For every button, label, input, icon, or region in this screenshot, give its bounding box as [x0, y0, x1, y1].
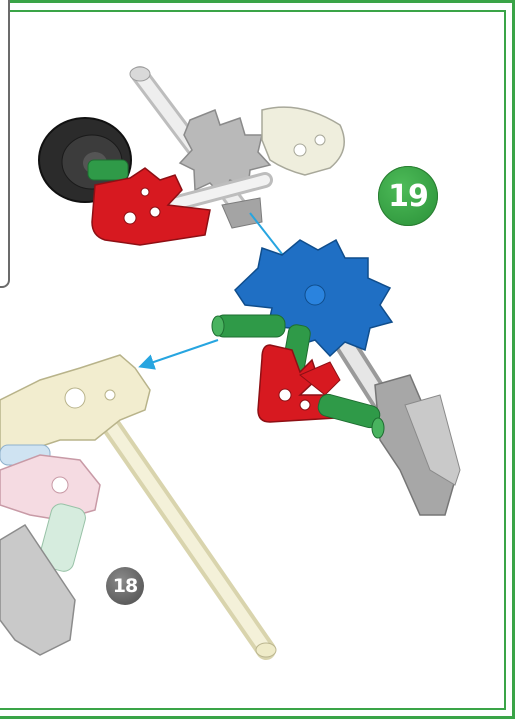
step-number-previous: 18 — [113, 575, 137, 597]
white-connector-top — [262, 107, 344, 175]
blue-connector — [235, 240, 392, 356]
step-number-badge: 19 — [378, 166, 438, 226]
grey-connector-right — [375, 375, 460, 515]
step-number-current: 19 — [388, 179, 428, 214]
tan-rod — [100, 410, 276, 657]
green-rod-left — [212, 315, 285, 337]
pink-connector — [0, 455, 100, 520]
assembly-arrow-left — [142, 340, 218, 366]
green-rod-top — [88, 160, 128, 180]
previous-step-badge: 18 — [106, 567, 144, 605]
